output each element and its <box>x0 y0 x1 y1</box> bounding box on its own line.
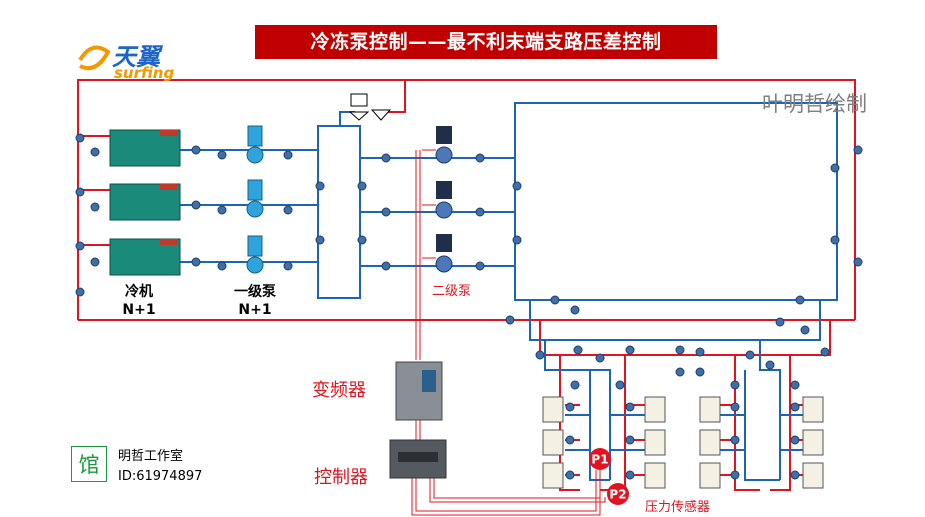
signal-cables <box>411 149 606 516</box>
studio-stamp: 馆 <box>71 446 107 482</box>
studio-info: 明哲工作室 ID:61974897 <box>118 447 202 487</box>
supply-main-left <box>77 79 405 320</box>
primary-pump-label-text: 一级泵 <box>234 284 276 300</box>
page-title: 冷冻泵控制——最不利末端支路压差控制 <box>255 25 717 59</box>
valves <box>75 133 863 480</box>
chiller-label-text: 冷机 <box>125 284 153 300</box>
svg-text:P2: P2 <box>609 488 626 502</box>
secondary-pumps <box>435 126 453 273</box>
chiller-count-text: N+1 <box>122 302 156 318</box>
bypass-supply <box>385 80 406 113</box>
chillers <box>109 129 181 276</box>
pressure-sensor-p2: P2 <box>607 483 629 505</box>
author-credit: 叶明哲绘制 <box>762 92 867 116</box>
primary-pump-count-text: N+1 <box>238 302 272 318</box>
bypass-valve <box>348 93 392 121</box>
secondary-pump-label: 二级泵 <box>432 284 472 299</box>
terminal-units <box>542 396 824 489</box>
primary-pumps <box>246 125 264 274</box>
primary-pump-label: 一级泵 N+1 <box>226 283 284 319</box>
supply-main-top <box>405 79 856 320</box>
distribution-loop <box>514 102 838 301</box>
pressure-sensor-label: 压力传感器 <box>645 500 711 515</box>
logo-subtext: surfing <box>114 64 175 82</box>
vfd-label: 变频器 <box>312 380 366 401</box>
logo-text: 天翼 <box>112 43 160 71</box>
controller-unit <box>389 439 447 479</box>
svg-text:P1: P1 <box>591 453 608 467</box>
logo-swoosh <box>78 45 111 71</box>
header-collector <box>317 125 361 299</box>
vfd-cabinet <box>395 361 443 421</box>
controller-label: 控制器 <box>314 467 368 488</box>
chiller-label: 冷机 N+1 <box>112 283 166 319</box>
studio-id: ID:61974897 <box>118 469 203 484</box>
pressure-sensor-p1: P1 <box>589 448 611 470</box>
studio-name: 明哲工作室 <box>118 449 184 464</box>
